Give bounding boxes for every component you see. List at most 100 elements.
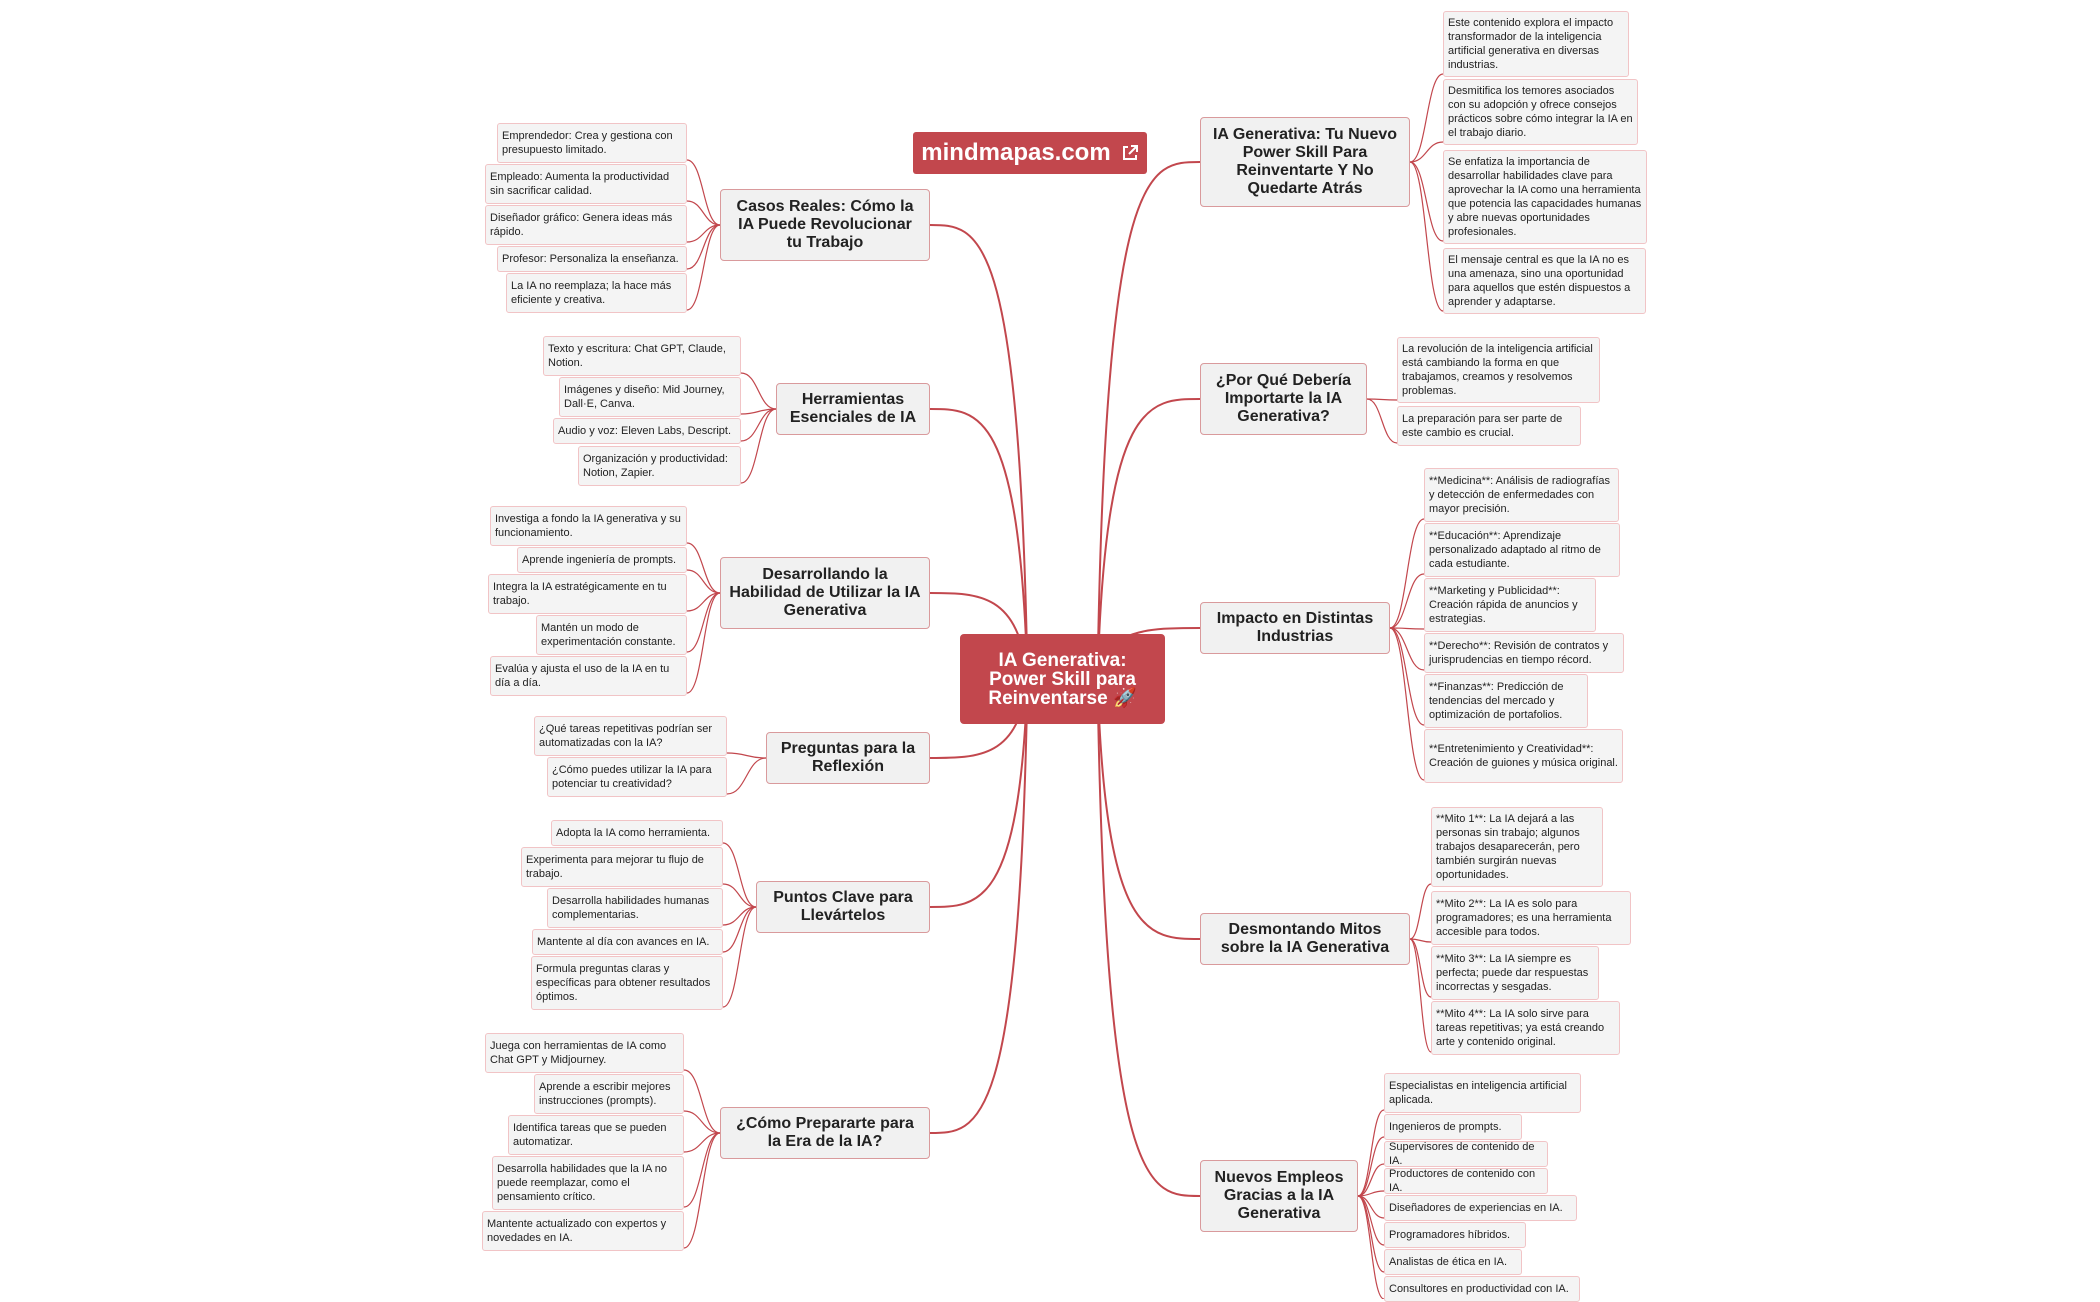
connector-casos-reales-como-la-leaf-5 [686, 224, 721, 311]
connector-desmontando-mitos-sobre-la-leaf-1 [1409, 883, 1432, 940]
leaf-herramientas-esenciales-de-ia-2[interactable]: Imágenes y diseño: Mid Journey, Dall·E, … [559, 377, 741, 417]
leaf-por-que-deberia-importarte-2[interactable]: La preparación para ser parte de este ca… [1397, 406, 1581, 446]
leaf-como-prepararte-para-la-5[interactable]: Mantente actualizado con expertos y nove… [482, 1211, 684, 1251]
connector-casos-reales-como-la-leaf-4 [686, 224, 721, 270]
connector-desmontando-mitos-sobre-la-leaf-3 [1409, 938, 1432, 998]
branch-desmontando-mitos-sobre-la[interactable]: Desmontando Mitos sobre la IA Generativa [1200, 913, 1410, 965]
leaf-por-que-deberia-importarte-1[interactable]: La revolución de la inteligencia artific… [1397, 337, 1600, 403]
leaf-desmontando-mitos-sobre-la-3[interactable]: **Mito 3**: La IA siempre es perfecta; p… [1431, 946, 1599, 1000]
leaf-ia-generativa-tu-nuevo-3[interactable]: Se enfatiza la importancia de desarrolla… [1443, 150, 1647, 244]
connector-impacto-en-distintas-industrias-leaf-2 [1389, 573, 1425, 629]
connector-nuevos-empleos-gracias-a-leaf-1 [1357, 1109, 1385, 1197]
connector-preguntas-para-la-reflexion-leaf-1 [726, 752, 767, 759]
leaf-preguntas-para-la-reflexion-2[interactable]: ¿Cómo puedes utilizar la IA para potenci… [547, 757, 727, 797]
leaf-nuevos-empleos-gracias-a-2[interactable]: Ingenieros de prompts. [1384, 1114, 1522, 1140]
leaf-desmontando-mitos-sobre-la-1[interactable]: **Mito 1**: La IA dejará a las personas … [1431, 807, 1603, 887]
leaf-nuevos-empleos-gracias-a-6[interactable]: Programadores híbridos. [1384, 1222, 1526, 1248]
connector-desmontando-mitos-sobre-la-leaf-2 [1409, 938, 1432, 943]
leaf-desmontando-mitos-sobre-la-4[interactable]: **Mito 4**: La IA solo sirve para tareas… [1431, 1001, 1620, 1055]
branch-casos-reales-como-la[interactable]: Casos Reales: Cómo la IA Puede Revolucio… [720, 189, 930, 261]
connector-ia-generativa-tu-nuevo-leaf-4 [1409, 161, 1444, 312]
leaf-como-prepararte-para-la-2[interactable]: Aprende a escribir mejores instrucciones… [534, 1074, 684, 1114]
connector-root-como-prepararte-para-la [929, 678, 1029, 1134]
branch-nuevos-empleos-gracias-a[interactable]: Nuevos Empleos Gracias a la IA Generativ… [1200, 1160, 1358, 1232]
connector-como-prepararte-para-la-leaf-3 [683, 1132, 721, 1153]
branch-como-prepararte-para-la[interactable]: ¿Cómo Prepararte para la Era de la IA? [720, 1107, 930, 1159]
root-node[interactable]: IA Generativa: Power Skill para Reinvent… [960, 634, 1165, 724]
branch-impacto-en-distintas-industrias[interactable]: Impacto en Distintas Industrias [1200, 602, 1390, 654]
leaf-desarrollando-la-habilidad-de-1[interactable]: Investiga a fondo la IA generativa y su … [490, 506, 687, 546]
connector-casos-reales-como-la-leaf-1 [686, 159, 721, 226]
connector-desmontando-mitos-sobre-la-leaf-4 [1409, 938, 1432, 1053]
connector-ia-generativa-tu-nuevo-leaf-3 [1409, 161, 1444, 242]
leaf-nuevos-empleos-gracias-a-7[interactable]: Analistas de ética en IA. [1384, 1249, 1522, 1275]
leaf-puntos-clave-para-llevartelos-4[interactable]: Mantente al día con avances en IA. [532, 929, 723, 955]
leaf-puntos-clave-para-llevartelos-1[interactable]: Adopta la IA como herramienta. [551, 820, 723, 846]
leaf-casos-reales-como-la-2[interactable]: Empleado: Aumenta la productividad sin s… [485, 164, 687, 204]
leaf-nuevos-empleos-gracias-a-5[interactable]: Diseñadores de experiencias en IA. [1384, 1195, 1577, 1221]
leaf-nuevos-empleos-gracias-a-1[interactable]: Especialistas en inteligencia artificial… [1384, 1073, 1581, 1113]
connector-puntos-clave-para-llevartelos-leaf-4 [722, 906, 757, 953]
branch-ia-generativa-tu-nuevo[interactable]: IA Generativa: Tu Nuevo Power Skill Para… [1200, 117, 1410, 207]
leaf-herramientas-esenciales-de-ia-4[interactable]: Organización y productividad: Notion, Za… [578, 446, 741, 486]
branch-por-que-deberia-importarte[interactable]: ¿Por Qué Debería Importarte la IA Genera… [1200, 363, 1367, 435]
connector-nuevos-empleos-gracias-a-leaf-2 [1357, 1136, 1385, 1197]
leaf-como-prepararte-para-la-3[interactable]: Identifica tareas que se pueden automati… [508, 1115, 684, 1155]
leaf-preguntas-para-la-reflexion-1[interactable]: ¿Qué tareas repetitivas podrían ser auto… [534, 716, 727, 756]
logo-text: mindmapas.com [921, 139, 1111, 166]
leaf-casos-reales-como-la-5[interactable]: La IA no reemplaza; la hace más eficient… [506, 273, 687, 313]
leaf-como-prepararte-para-la-4[interactable]: Desarrolla habilidades que la IA no pued… [492, 1156, 684, 1210]
connector-como-prepararte-para-la-leaf-1 [683, 1069, 721, 1134]
leaf-nuevos-empleos-gracias-a-8[interactable]: Consultores en productividad con IA. [1384, 1276, 1580, 1302]
leaf-casos-reales-como-la-3[interactable]: Diseñador gráfico: Genera ideas más rápi… [485, 205, 687, 245]
leaf-ia-generativa-tu-nuevo-2[interactable]: Desmitifica los temores asociados con su… [1443, 79, 1638, 145]
leaf-ia-generativa-tu-nuevo-1[interactable]: Este contenido explora el impacto transf… [1443, 11, 1629, 77]
connector-puntos-clave-para-llevartelos-leaf-2 [722, 883, 757, 908]
connector-impacto-en-distintas-industrias-leaf-4 [1389, 627, 1425, 671]
connector-por-que-deberia-importarte-leaf-1 [1366, 398, 1398, 401]
connector-desarrollando-la-habilidad-de-leaf-2 [686, 569, 721, 594]
connector-root-puntos-clave-para-llevartelos [929, 678, 1029, 908]
leaf-desarrollando-la-habilidad-de-5[interactable]: Evalúa y ajusta el uso de la IA en tu dí… [490, 656, 687, 696]
leaf-desarrollando-la-habilidad-de-3[interactable]: Integra la IA estratégicamente en tu tra… [488, 574, 687, 614]
connector-impacto-en-distintas-industrias-leaf-1 [1389, 518, 1425, 629]
leaf-herramientas-esenciales-de-ia-1[interactable]: Texto y escritura: Chat GPT, Claude, Not… [543, 336, 741, 376]
leaf-desarrollando-la-habilidad-de-4[interactable]: Mantén un modo de experimentación consta… [536, 615, 687, 655]
connector-preguntas-para-la-reflexion-leaf-2 [726, 757, 767, 795]
leaf-ia-generativa-tu-nuevo-4[interactable]: El mensaje central es que la IA no es un… [1443, 248, 1646, 314]
leaf-desarrollando-la-habilidad-de-2[interactable]: Aprende ingeniería de prompts. [517, 547, 687, 573]
leaf-impacto-en-distintas-industrias-3[interactable]: **Marketing y Publicidad**: Creación ráp… [1424, 578, 1596, 632]
leaf-nuevos-empleos-gracias-a-4[interactable]: Productores de contenido con IA. [1384, 1168, 1548, 1194]
leaf-impacto-en-distintas-industrias-2[interactable]: **Educación**: Aprendizaje personalizado… [1424, 523, 1620, 577]
connector-nuevos-empleos-gracias-a-leaf-6 [1357, 1195, 1385, 1246]
connector-puntos-clave-para-llevartelos-leaf-1 [722, 842, 757, 908]
mindmapas-logo-link[interactable]: mindmapas.com [913, 132, 1147, 174]
leaf-desmontando-mitos-sobre-la-2[interactable]: **Mito 2**: La IA es solo para programad… [1431, 891, 1631, 945]
branch-preguntas-para-la-reflexion[interactable]: Preguntas para la Reflexión [766, 732, 930, 784]
branch-puntos-clave-para-llevartelos[interactable]: Puntos Clave para Llevártelos [756, 881, 930, 933]
leaf-impacto-en-distintas-industrias-4[interactable]: **Derecho**: Revisión de contratos y jur… [1424, 633, 1624, 673]
leaf-impacto-en-distintas-industrias-5[interactable]: **Finanzas**: Predicción de tendencias d… [1424, 674, 1588, 728]
leaf-impacto-en-distintas-industrias-6[interactable]: **Entretenimiento y Creatividad**: Creac… [1424, 729, 1623, 783]
branch-herramientas-esenciales-de-ia[interactable]: Herramientas Esenciales de IA [776, 383, 930, 435]
leaf-como-prepararte-para-la-1[interactable]: Juega con herramientas de IA como Chat G… [485, 1033, 684, 1073]
leaf-impacto-en-distintas-industrias-1[interactable]: **Medicina**: Análisis de radiografías y… [1424, 468, 1619, 522]
connector-desarrollando-la-habilidad-de-leaf-4 [686, 592, 721, 653]
connector-puntos-clave-para-llevartelos-leaf-5 [722, 906, 757, 1008]
leaf-puntos-clave-para-llevartelos-2[interactable]: Experimenta para mejorar tu flujo de tra… [521, 847, 723, 887]
leaf-puntos-clave-para-llevartelos-5[interactable]: Formula preguntas claras y específicas p… [531, 956, 723, 1010]
connector-como-prepararte-para-la-leaf-5 [683, 1132, 721, 1249]
connector-ia-generativa-tu-nuevo-leaf-2 [1409, 141, 1444, 163]
leaf-nuevos-empleos-gracias-a-3[interactable]: Supervisores de contenido de IA. [1384, 1141, 1548, 1167]
connector-root-casos-reales-como-la [929, 224, 1029, 680]
connector-root-por-que-deberia-importarte [1096, 398, 1201, 680]
connector-root-nuevos-empleos-gracias-a [1096, 678, 1201, 1197]
leaf-casos-reales-como-la-1[interactable]: Emprendedor: Crea y gestiona con presupu… [497, 123, 687, 163]
leaf-casos-reales-como-la-4[interactable]: Profesor: Personaliza la enseñanza. [497, 246, 687, 272]
leaf-puntos-clave-para-llevartelos-3[interactable]: Desarrolla habilidades humanas complemen… [547, 888, 723, 928]
connector-impacto-en-distintas-industrias-leaf-3 [1389, 627, 1425, 630]
leaf-herramientas-esenciales-de-ia-3[interactable]: Audio y voz: Eleven Labs, Descript. [553, 418, 741, 444]
connector-root-herramientas-esenciales-de-ia [929, 408, 1029, 680]
branch-desarrollando-la-habilidad-de[interactable]: Desarrollando la Habilidad de Utilizar l… [720, 557, 930, 629]
